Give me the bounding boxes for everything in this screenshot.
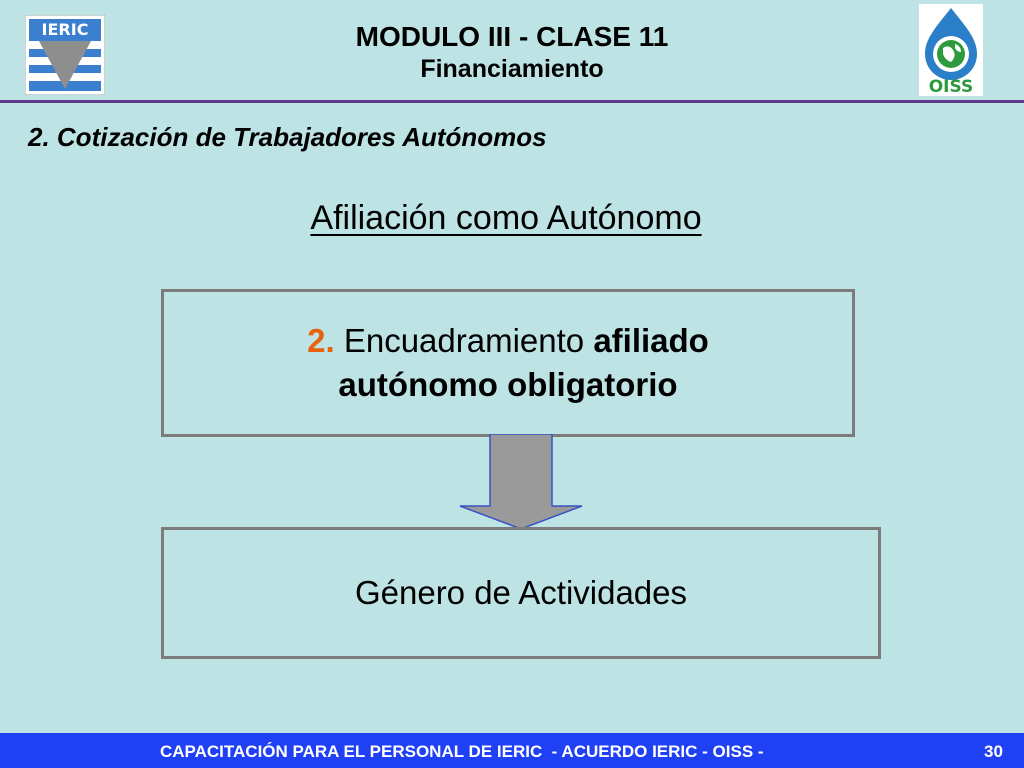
title-topic: Financiamiento bbox=[420, 55, 604, 83]
footer-text: CAPACITACIÓN PARA EL PERSONAL DE IERIC -… bbox=[160, 742, 764, 761]
ieric-logo: IERIC bbox=[25, 15, 105, 95]
encuadramiento-box: 2. Encuadramiento afiliado autónomo obli… bbox=[161, 289, 855, 437]
genero-actividades-text: Género de Actividades bbox=[354, 574, 688, 611]
item-text-bold-2: autónomo obligatorio bbox=[338, 366, 678, 403]
header-divider bbox=[0, 100, 1024, 103]
oiss-logo-text: OISS bbox=[929, 77, 974, 96]
genero-actividades-box: Género de Actividades bbox=[161, 527, 881, 659]
item-text-regular: Encuadramiento bbox=[343, 322, 585, 359]
ieric-logo-text: IERIC bbox=[42, 20, 89, 39]
slide-title: MODULO III - CLASE 11 Financiamiento bbox=[0, 20, 1024, 84]
down-arrow-icon bbox=[459, 434, 583, 530]
page-number: 30 bbox=[984, 742, 1003, 761]
footer-bar: CAPACITACIÓN PARA EL PERSONAL DE IERIC -… bbox=[0, 733, 1024, 768]
encuadramiento-text: 2. Encuadramiento afiliado autónomo obli… bbox=[307, 319, 709, 407]
title-module: MODULO III - CLASE 11 bbox=[355, 21, 669, 52]
item-number: 2. bbox=[307, 322, 335, 359]
slide-subtitle: Afiliación como Autónomo bbox=[310, 199, 702, 237]
item-text-bold-1: afiliado bbox=[593, 322, 709, 359]
oiss-logo: OISS bbox=[919, 4, 983, 96]
section-heading: 2. Cotización de Trabajadores Autónomos bbox=[28, 122, 547, 152]
